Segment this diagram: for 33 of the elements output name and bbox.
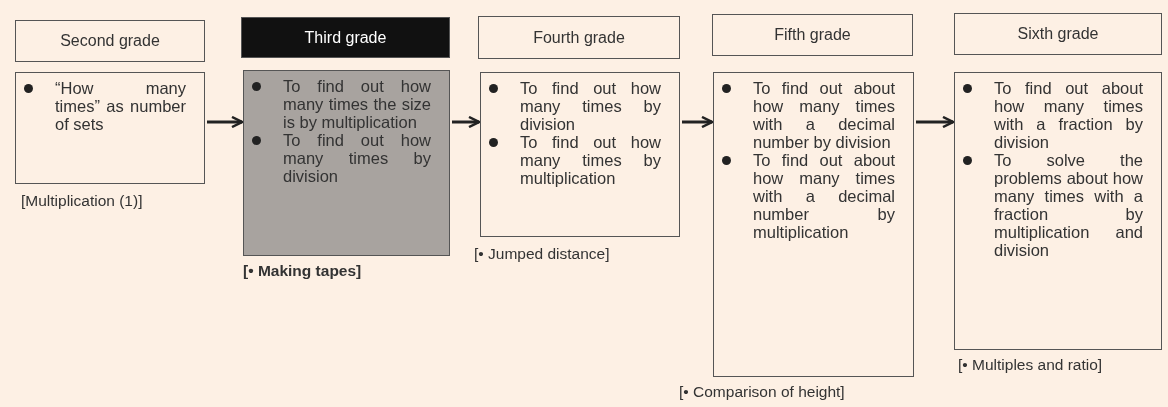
grade-label: Second grade	[59, 32, 161, 50]
bullet-text: To find out how many times the size is by multiplication	[283, 77, 431, 131]
bullet-text: To find out how many times by multiplication	[520, 133, 661, 187]
content-box	[15, 72, 205, 184]
grade-header-box	[478, 16, 680, 59]
grade-header-box	[15, 20, 205, 62]
bullet-text: To find out about how many times with a decimal number by division	[753, 79, 895, 151]
unit-label: [• Making tapes]	[243, 262, 362, 280]
grade-header-box	[712, 14, 913, 56]
arrow	[916, 115, 955, 129]
grade-label: Fifth grade	[773, 26, 852, 44]
bullet-text: To solve the problems about how many times with a fraction by multiplication and division	[994, 151, 1143, 259]
bullet-text: To find out how many times by division	[283, 131, 431, 185]
grade-label: Fourth grade	[532, 28, 626, 47]
grade-header-box	[241, 17, 450, 58]
grade-label: Sixth grade	[1016, 25, 1100, 43]
bullet-text: To find out about how many times with a fraction by division	[994, 79, 1143, 151]
bullet-text: To find out how many times by division	[520, 79, 661, 133]
arrow	[452, 115, 481, 129]
unit-label: [• Jumped distance]	[474, 245, 610, 263]
content-box	[713, 72, 914, 377]
unit-label: [• Multiples and ratio]	[958, 356, 1103, 374]
content-box	[243, 70, 450, 256]
arrow	[682, 115, 714, 129]
content-box	[954, 72, 1162, 350]
content-box	[480, 72, 680, 237]
unit-label: [Multiplication (1)]	[21, 192, 143, 210]
bullet-text: “How many times” as number of sets	[55, 79, 186, 133]
unit-label: [• Comparison of height]	[679, 383, 845, 401]
grade-header-box	[954, 13, 1162, 55]
bullet-text: To find out about how many times with a decimal number by multiplication	[753, 151, 895, 241]
grade-label: Third grade	[303, 28, 388, 47]
arrow	[207, 115, 244, 129]
